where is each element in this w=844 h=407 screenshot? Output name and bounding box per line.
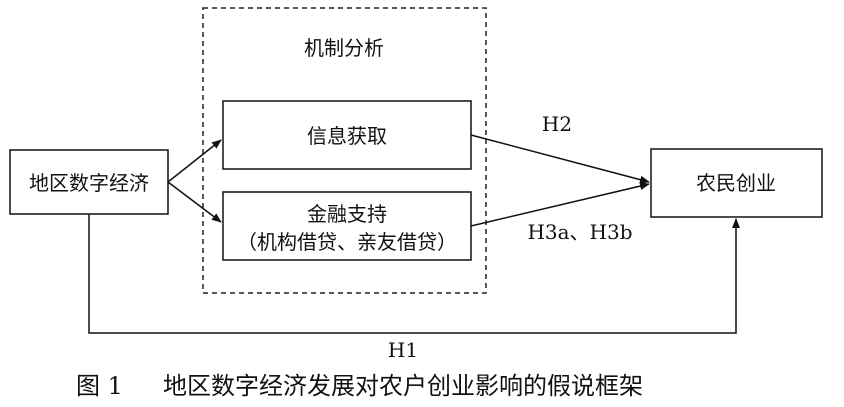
figure-caption: 地区数字经济发展对农户创业影响的假说框架 bbox=[163, 372, 643, 400]
arrow-direct-h1 bbox=[88, 214, 740, 334]
digital-economy-box bbox=[9, 149, 169, 215]
mechanism-title: 机制分析 bbox=[304, 36, 384, 60]
mechanism-container bbox=[202, 7, 487, 294]
edge-label-h1: H1 bbox=[388, 338, 418, 362]
edge-label-h3: H3a、H3b bbox=[527, 220, 632, 244]
edge-label-h2: H2 bbox=[542, 112, 572, 136]
farmer-entrepreneurship-label: 农民创业 bbox=[696, 171, 776, 195]
arrow-info-to-outcome bbox=[470, 134, 650, 184]
arrow-to-info bbox=[167, 139, 222, 183]
financial-support-box bbox=[222, 191, 472, 261]
info-acquisition-box bbox=[222, 100, 472, 170]
financial-support-sublabel: （机构借贷、亲友借贷） bbox=[237, 230, 457, 254]
digital-economy-label: 地区数字经济 bbox=[29, 171, 149, 195]
arrow-finance-to-outcome bbox=[470, 182, 650, 227]
figure-number: 图 1 bbox=[76, 372, 123, 400]
info-acquisition-label: 信息获取 bbox=[307, 124, 387, 148]
farmer-entrepreneurship-box bbox=[650, 148, 823, 218]
financial-support-label: 金融支持 bbox=[307, 202, 387, 226]
arrow-to-finance bbox=[167, 181, 222, 223]
